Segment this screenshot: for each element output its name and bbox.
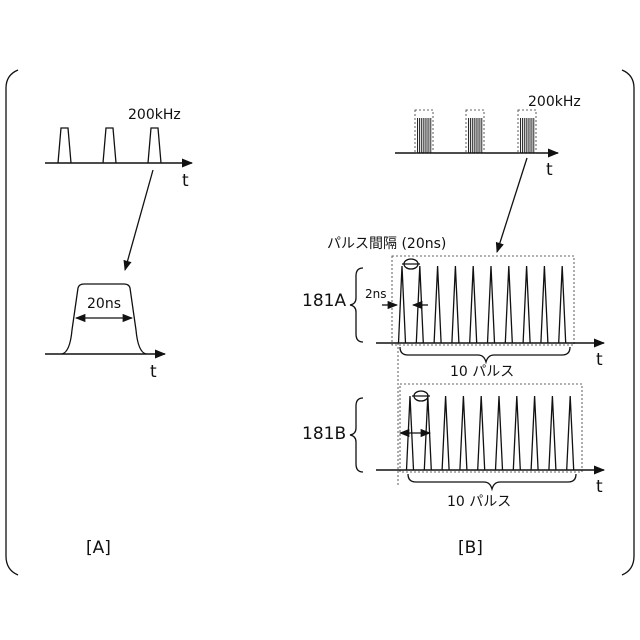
- panel-a: 200kHz t 20ns t [A]: [45, 107, 192, 558]
- panel-a-wide-pulse: [62, 284, 146, 354]
- panel-b-181b-pulse-3: [442, 396, 449, 470]
- panel-a-freq-label: 200kHz: [128, 107, 181, 123]
- left-bracket: [6, 70, 18, 575]
- panel-b-t-b: t: [596, 477, 603, 497]
- panel-a-caption: [A]: [86, 538, 111, 558]
- panel-b-181b-label: 181B: [302, 424, 346, 444]
- panel-b-181b-pulse-5: [478, 396, 485, 470]
- panel-b-181b-pulse-7: [513, 396, 520, 470]
- panel-b-181a-pulse-3: [434, 266, 441, 343]
- panel-b-spacing-label: 2ns: [365, 287, 387, 301]
- panel-b-181a-pulse-8: [523, 266, 530, 343]
- panel-b-181b-pulse-4: [460, 396, 467, 470]
- panel-b-181a-pulse-4: [452, 266, 459, 343]
- panel-b-181b-count: 10 パルス: [447, 494, 511, 510]
- panel-b-181a-pulse-6: [488, 266, 495, 343]
- right-bracket: [622, 70, 634, 575]
- panel-b-top-bursts: [415, 110, 536, 153]
- panel-a-zoom-arrow: [125, 170, 153, 270]
- panel-a-pulse-2: [103, 128, 116, 163]
- panel-a-pulse-1: [58, 128, 71, 163]
- panel-b-181a-pulse-1: [399, 266, 406, 343]
- panel-b-181b-pulses: [407, 396, 574, 470]
- panel-b-interval-label: パルス間隔 (20ns): [327, 236, 446, 252]
- panel-b-181a-pulse-5: [470, 266, 477, 343]
- panel-b-t-a: t: [596, 350, 603, 370]
- panel-a-t-bottom: t: [150, 362, 157, 382]
- panel-b: 200kHz t パルス間隔 (20ns) 181A 2ns t 10 パルス …: [302, 94, 604, 558]
- panel-b-181b-count-brace: [408, 474, 576, 489]
- panel-b-181a-pulse-7: [505, 266, 512, 343]
- panel-a-width-label: 20ns: [87, 296, 121, 312]
- panel-b-181b-pulse-6: [496, 396, 503, 470]
- panel-b-181b-pulse-10: [567, 396, 574, 470]
- panel-b-freq-label: 200kHz: [528, 94, 581, 110]
- panel-a-t-top: t: [182, 171, 189, 191]
- panel-b-181b-pulse-8: [531, 396, 538, 470]
- panel-b-181a-pulse-10: [559, 266, 566, 343]
- panel-b-181a-pulse-9: [541, 266, 548, 343]
- panel-b-zoom-arrow: [497, 158, 527, 252]
- panel-b-181a-count: 10 パルス: [450, 364, 514, 380]
- panel-b-181b-pulse-9: [549, 396, 556, 470]
- panel-a-pulse-3: [148, 128, 161, 163]
- panel-b-181a-count-brace: [400, 347, 570, 362]
- panel-b-181a-brace: [350, 268, 363, 342]
- panel-b-caption: [B]: [458, 538, 483, 558]
- panel-b-181a-label: 181A: [302, 291, 346, 311]
- panel-b-t-top: t: [546, 160, 553, 180]
- panel-b-181b-brace: [350, 398, 363, 472]
